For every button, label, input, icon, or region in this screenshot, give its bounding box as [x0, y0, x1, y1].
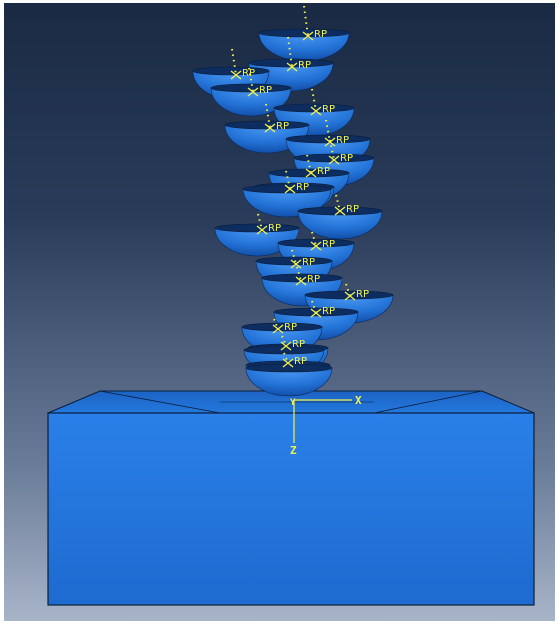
hemisphere-23[interactable]	[245, 363, 333, 397]
foundation-block[interactable]	[47, 390, 535, 606]
rp-cross-marker	[230, 70, 242, 80]
z-axis-label: Z	[290, 444, 297, 457]
reference-point-4: RP	[247, 67, 272, 97]
rp-label: RP	[322, 306, 335, 317]
y-axis-label: Y	[290, 398, 296, 408]
rp-dotted-line	[248, 67, 254, 93]
rp-label: RP	[259, 85, 272, 96]
rp-label: RP	[322, 104, 335, 115]
rp-label: RP	[298, 60, 311, 71]
rp-label: RP	[307, 274, 320, 285]
rp-cross-marker	[272, 324, 284, 334]
rp-dotted-line	[311, 300, 317, 314]
hemisphere-rim	[273, 103, 355, 113]
hemisphere-rim	[210, 83, 292, 93]
rp-cross-marker	[310, 308, 322, 318]
rp-label: RP	[346, 204, 359, 215]
hemisphere-12[interactable]	[297, 206, 383, 240]
reference-point-19: RP	[280, 335, 305, 351]
rp-dotted-line	[291, 249, 297, 265]
reference-points: RP RP RP RP RP RP RP RP RP RP RP RP RP RP RP RP RP RP RP RP	[230, 5, 369, 368]
reference-point-8: RP	[328, 139, 353, 165]
rp-dotted-line	[345, 283, 351, 297]
rp-cross-marker	[344, 291, 356, 301]
reference-point-14: RP	[290, 249, 315, 269]
rp-label: RP	[340, 153, 353, 164]
reference-point-7: RP	[324, 119, 349, 147]
reference-point-12: RP	[256, 213, 281, 235]
x-axis-label: X	[355, 394, 362, 407]
hemisphere-rim	[242, 184, 332, 194]
reference-point-3: RP	[230, 48, 255, 80]
rp-dotted-line	[311, 231, 317, 247]
hemisphere-rim	[255, 256, 333, 266]
rp-cross-marker	[290, 259, 302, 269]
rp-label: RP	[356, 289, 369, 300]
reference-point-15: RP	[295, 266, 320, 286]
rp-dotted-line	[296, 266, 302, 282]
rp-label: RP	[276, 121, 289, 132]
rp-cross-marker	[295, 276, 307, 286]
rp-label: RP	[317, 166, 330, 177]
rp-cross-marker	[286, 62, 298, 72]
rp-label: RP	[268, 223, 281, 234]
rp-label: RP	[242, 68, 255, 79]
reference-point-13: RP	[310, 231, 335, 251]
hemisphere-4[interactable]	[210, 83, 292, 117]
rp-cross-marker	[256, 225, 268, 235]
hemisphere-13[interactable]	[214, 223, 300, 257]
rp-label: RP	[292, 339, 305, 350]
rp-cross-marker	[305, 168, 317, 178]
reference-point-1: RP	[302, 5, 327, 41]
rp-dotted-line	[311, 88, 317, 112]
hemisphere-rim	[245, 363, 333, 373]
hemisphere-rim	[241, 322, 323, 332]
reference-point-9: RP	[305, 154, 330, 178]
reference-point-10: RP	[284, 170, 309, 194]
rp-dotted-line	[329, 139, 335, 161]
rp-cross-marker	[334, 206, 346, 216]
hemisphere-rim	[293, 153, 375, 163]
reference-point-2: RP	[286, 36, 311, 72]
reference-point-6: RP	[264, 103, 289, 133]
rp-cross-marker	[302, 31, 314, 41]
hemisphere-rim	[285, 134, 371, 144]
reference-point-18: RP	[272, 318, 297, 334]
coordinate-triad: X Y Z	[290, 394, 362, 457]
rp-dotted-line	[265, 103, 271, 129]
hemisphere-1[interactable]	[258, 28, 350, 62]
reference-point-5: RP	[310, 88, 335, 116]
reference-point-17: RP	[310, 300, 335, 318]
rp-label: RP	[284, 322, 297, 333]
rp-label: RP	[336, 135, 349, 146]
rp-cross-marker	[324, 137, 336, 147]
rp-label: RP	[294, 356, 307, 367]
rp-cross-marker	[310, 106, 322, 116]
hemisphere-rim	[268, 168, 350, 178]
reference-point-16: RP	[344, 283, 369, 301]
rp-label: RP	[296, 182, 309, 193]
rp-label: RP	[322, 239, 335, 250]
hemisphere-rim	[214, 223, 300, 233]
reference-point-11: RP	[334, 194, 359, 216]
rp-cross-marker	[284, 184, 296, 194]
rp-label: RP	[314, 29, 327, 40]
rp-cross-marker	[280, 341, 292, 351]
rp-dotted-line	[325, 119, 331, 143]
rp-cross-marker	[264, 123, 276, 133]
rp-cross-marker	[282, 358, 294, 368]
block-top-diagonal-2	[373, 390, 483, 414]
block-top-diagonal	[99, 390, 221, 414]
rp-label: RP	[302, 257, 315, 268]
rp-cross-marker	[310, 241, 322, 251]
block-front-face	[47, 412, 535, 606]
rp-cross-marker	[328, 155, 340, 165]
reference-point-20: RP	[282, 352, 307, 368]
hemisphere-2[interactable]	[248, 58, 334, 92]
model-scene[interactable]: RPRPRPRPRPRPRPRPRPRPRPRPRPRPRPRPRPRPRPRP…	[4, 3, 555, 621]
rp-cross-marker	[247, 87, 259, 97]
